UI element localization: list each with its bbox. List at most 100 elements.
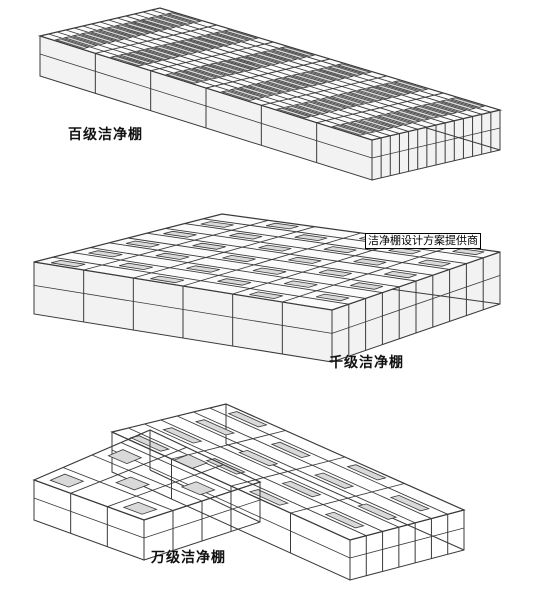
booth-10000-left-left-wall <box>33 479 145 561</box>
booth-100-ceiling-beam <box>95 24 217 54</box>
booth-100-ffu-unit <box>109 55 145 67</box>
booth-10000-right-ffu-unit <box>313 472 355 489</box>
booth-100-ffu-unit <box>347 90 384 102</box>
booth-1000-ffu-unit <box>222 254 256 263</box>
booth-10000-left-ceiling-beam <box>91 454 203 502</box>
booth-100-ffu-unit <box>209 62 245 74</box>
booth-1000-ffu-unit <box>186 265 220 273</box>
booth-10000-right-ffu-unit <box>270 441 312 459</box>
booth-1000-ffu-unit <box>200 221 234 228</box>
booth-100-ffu-unit <box>217 60 254 72</box>
booth-1000-ffu-unit <box>51 259 86 268</box>
booth-10000-right-ffu-unit <box>389 494 431 512</box>
booth-100-ffu-unit <box>338 92 375 104</box>
booth-1000-ffu-unit <box>315 293 350 302</box>
booth-100-ffu-unit <box>300 71 337 83</box>
booth-100-ffu-unit <box>179 39 215 50</box>
booth-100-ffu-unit <box>358 118 394 130</box>
booth-1000-ffu-unit <box>384 270 417 279</box>
booth-100-left-wall-rail <box>39 53 373 159</box>
booth-100-ffu-unit <box>182 68 219 80</box>
booth-100-ffu-unit <box>166 12 202 23</box>
booth-1000-ffu-unit <box>294 234 328 242</box>
booth-100-ffu-unit <box>135 49 172 61</box>
booth-10000-left-ceiling-beam <box>62 467 174 511</box>
booth-100-ffu-unit <box>118 53 154 65</box>
label-class-1000: 千级洁净棚 <box>329 355 404 371</box>
booth-1000-ffu-unit <box>217 278 252 286</box>
booth-100-ffu-unit <box>196 35 233 46</box>
booth-10000-left-left-wall-rail <box>33 497 145 539</box>
booth-100-ffu-unit <box>247 84 283 95</box>
booth-10000-right-ffu-unit <box>357 503 398 520</box>
booth-100-ffu-unit <box>148 16 185 27</box>
booth-100-ffu-unit <box>318 67 354 78</box>
booth-100-ffu-unit <box>331 124 367 136</box>
booth-1000-ffu-unit <box>155 252 190 260</box>
booth-10000-left-ffu-unit <box>49 473 85 488</box>
booth-100-ffu-unit <box>431 101 467 113</box>
booth-100-ffu-unit <box>329 95 366 106</box>
booth-100-ffu-unit <box>222 29 259 40</box>
booth-100-ffu-unit <box>340 122 376 134</box>
booth-100-ffu-unit <box>302 101 339 112</box>
booth-100-ffu-unit <box>253 52 289 63</box>
booth-100-ffu-unit <box>157 14 194 25</box>
booth-100-ffu-unit <box>440 99 476 110</box>
booth-100-ffu-unit <box>191 66 227 78</box>
booth-100-ffu-unit <box>161 43 198 55</box>
booth-10000-left-ffu-unit <box>115 476 150 491</box>
booth-10000-right-ffu-unit <box>227 411 268 428</box>
booth-100-ffu-unit <box>165 73 201 84</box>
booth-10000-left-ceiling-beam <box>107 464 224 508</box>
booth-100-ffu-unit <box>235 56 272 68</box>
label-class-100: 百级洁净棚 <box>68 127 143 143</box>
booth-100-ffu-unit <box>123 22 159 33</box>
booth-10000-left-ceiling-beam <box>70 446 187 494</box>
booth-100-ffu-unit <box>131 20 168 31</box>
booth-10000-right-ffu-unit <box>248 489 289 506</box>
booth-100-ffu-unit <box>220 90 256 101</box>
booth-10000-right-ffu-unit <box>238 449 279 467</box>
booth-1000-ffu-unit <box>265 222 299 230</box>
booth-1000-ffu-unit <box>452 248 485 256</box>
booth-1000-ceiling-beam <box>83 219 269 271</box>
booth-100-ffu-unit <box>188 37 224 48</box>
booth-class-10000 <box>32 403 466 581</box>
booth-100-ffu-unit <box>97 28 133 39</box>
booth-100-ffu-unit <box>365 86 402 98</box>
label-class-10000: 万级洁净棚 <box>151 550 226 566</box>
booth-10000-left-ffu-unit <box>107 449 143 465</box>
booth-1000-ffu-unit <box>288 256 322 264</box>
booth-100-front-wall-rail <box>371 127 501 159</box>
booth-100-ceiling-beam <box>150 41 274 72</box>
booth-100-ffu-unit <box>392 80 429 91</box>
booth-100-ffu-unit <box>63 36 99 47</box>
booth-100-ffu-unit <box>367 116 404 128</box>
booth-1000-ceiling-beam <box>282 245 454 303</box>
booth-100-ffu-unit <box>226 58 263 70</box>
booth-100-ffu-unit <box>114 24 151 35</box>
booth-1000-ffu-unit <box>150 275 185 284</box>
booth-10000-left-front-wall-rail <box>143 499 261 539</box>
booth-10000-right-ceiling <box>110 403 466 541</box>
booth-1000-ffu-unit <box>284 280 318 288</box>
booth-100-ffu-unit <box>273 77 310 89</box>
booth-1000-ffu-unit <box>418 259 451 267</box>
booth-10000-right-ffu-unit <box>162 427 203 444</box>
booth-1000-ffu-unit <box>125 240 160 248</box>
booth-100-ffu-unit <box>284 105 321 117</box>
booth-100-ffu-unit <box>421 103 458 115</box>
provider-tag: 洁净棚设计方案提供商 <box>365 233 481 249</box>
booth-10000-right-ffu-unit <box>346 464 387 481</box>
booth-100-ffu-unit <box>144 47 180 59</box>
booth-1000-ffu-unit <box>163 230 197 238</box>
booth-100-ffu-unit <box>200 64 236 76</box>
booth-1000-ceiling-beam <box>182 232 362 287</box>
booth-1000-left-wall-rail <box>33 285 333 334</box>
booth-100-ffu-unit <box>335 63 372 74</box>
booth-10000-right-ceiling-beam <box>171 430 286 460</box>
booth-class-100 <box>37 7 503 181</box>
booth-10000-right-ceiling-beam <box>230 456 346 487</box>
